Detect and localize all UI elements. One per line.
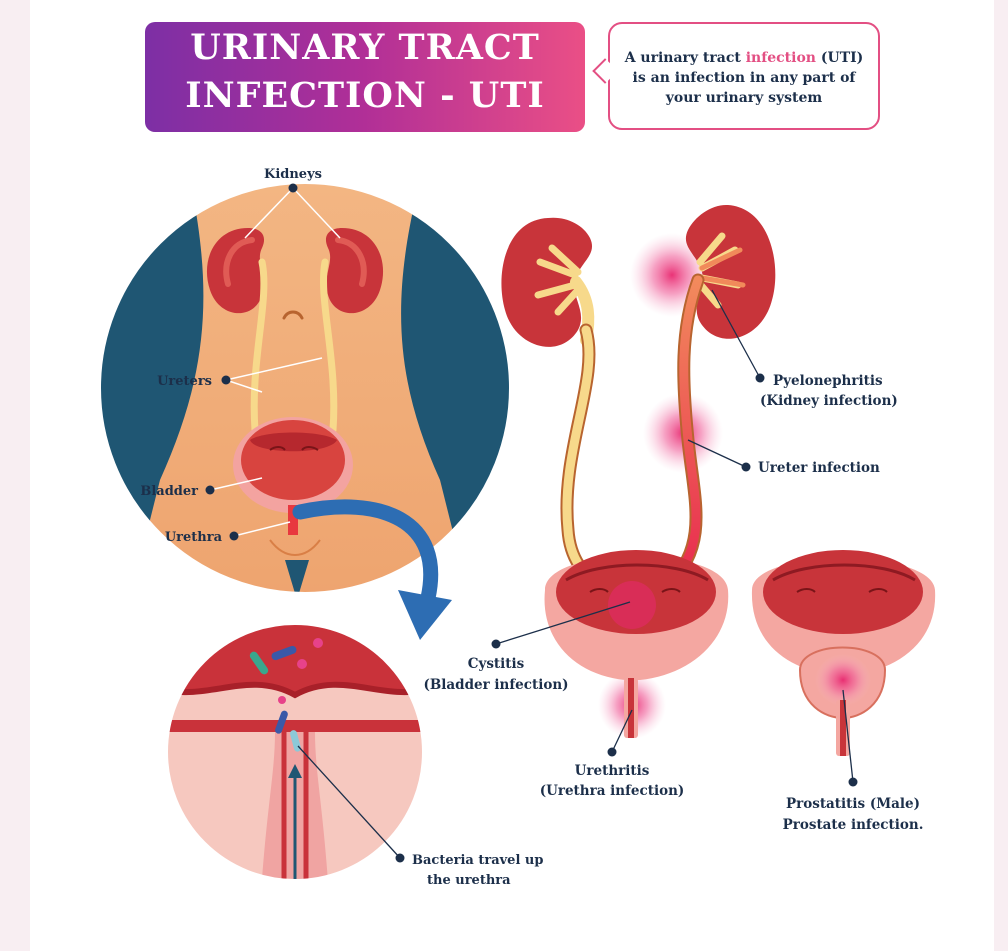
body-circle-border [99, 182, 511, 594]
prostatitis-label-line-1: Prostatitis (Male) [786, 796, 920, 812]
definition-line-3: your urinary system [665, 90, 823, 106]
pyelonephritis-label-line-1: Pyelonephritis [773, 373, 883, 389]
definition-bubble [608, 22, 880, 130]
ureters-label: Ureters [157, 374, 212, 389]
cystitis-callout: Cystitis (Bladder infection) [423, 601, 631, 693]
urinary-system-illustration [501, 204, 936, 756]
title-banner [145, 22, 585, 132]
bacteria-callout: Bacteria travel up the urethra [297, 745, 543, 888]
prostatitis-callout: Prostatitis (Male) Prostate infection. [783, 689, 924, 833]
prostatitis-label-line-2: Prostate infection. [783, 817, 924, 833]
urethritis-callout: Urethritis (Urethra infection) [540, 709, 685, 799]
kidneys-callout: Kidneys [244, 167, 341, 239]
zoom-arrow [292, 499, 452, 640]
definition-line-1: A urinary tract infection (UTI) [618, 48, 870, 68]
definition-text-part: (UTI) [815, 50, 864, 66]
bacteria-label-line-2: the urethra [427, 873, 511, 888]
ureter-infection-label: Ureter infection [758, 460, 880, 476]
kidneys-label: Kidneys [264, 167, 322, 182]
definition-line-2: is an infection in any part of [632, 70, 856, 86]
zoom-circle-border [166, 623, 424, 881]
urethra-label: Urethra [165, 530, 223, 545]
ureters-callout: Ureters [157, 357, 323, 393]
bladder-label: Bladder [140, 484, 198, 499]
cystitis-label-line-1: Cystitis [468, 656, 525, 672]
urethritis-label-line-1: Urethritis [575, 763, 650, 779]
title-line-2: INFECTION - UTI [185, 75, 545, 116]
bladder-callout: Bladder [140, 477, 263, 499]
urethra-callout: Urethra [165, 521, 291, 545]
urethritis-label-line-2: (Urethra infection) [540, 783, 685, 799]
page-title: URINARY TRACT INFECTION - UTI [145, 24, 585, 120]
definition-text-part: A urinary tract [624, 50, 746, 66]
title-line-1: URINARY TRACT [190, 27, 540, 68]
pyelonephritis-label-line-2: (Kidney infection) [760, 393, 898, 409]
body-circle [100, 183, 510, 593]
cystitis-label-line-2: (Bladder infection) [423, 677, 568, 693]
definition-text: A urinary tract infection (UTI) is an in… [618, 48, 870, 108]
definition-highlight: infection [745, 50, 816, 66]
pyelonephritis-callout: Pyelonephritis (Kidney infection) [711, 289, 898, 409]
ureter-infection-callout: Ureter infection [687, 439, 880, 476]
bacteria-label-line-1: Bacteria travel up [412, 853, 543, 868]
